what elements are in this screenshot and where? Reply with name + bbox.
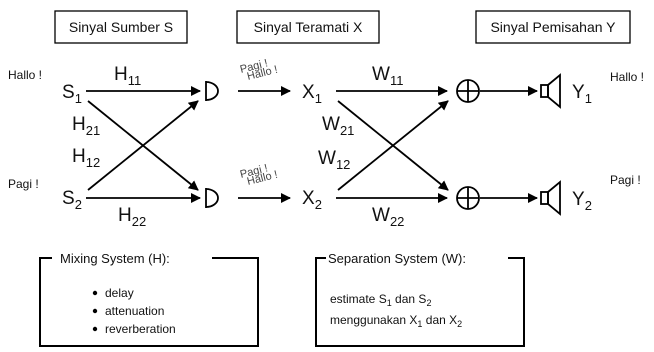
- bullet: [92, 290, 98, 296]
- symbol-s2: S2: [62, 188, 82, 212]
- adder-icon: [456, 186, 480, 210]
- speaker-icon: [540, 73, 561, 109]
- header-source: Sinyal Sumber S: [54, 10, 188, 44]
- header-observed-label: Sinyal Teramati X: [254, 19, 363, 35]
- label-w22: W22: [372, 205, 404, 229]
- symbol-y1: Y1: [572, 82, 592, 106]
- speech-hallo-left: Hallo !: [8, 68, 42, 82]
- header-observed: Sinyal Teramati X: [236, 10, 380, 44]
- adder-icon: [456, 79, 480, 103]
- mixing-item-attenuation: attenuation: [105, 304, 164, 318]
- arrow-s2-m1: [87, 100, 199, 191]
- label-h12: H12: [72, 146, 100, 170]
- bullet: [92, 308, 98, 314]
- symbol-x1: X1: [302, 82, 322, 106]
- separation-line-2: menggunakan X1 dan X2: [330, 313, 462, 329]
- separation-system-box: Separation System (W): estimate S1 dan S…: [315, 251, 525, 347]
- mixing-item-delay: delay: [105, 286, 134, 300]
- label-h11: H11: [114, 64, 141, 88]
- separation-system-title: Separation System (W):: [328, 251, 466, 266]
- mixing-arrows: [86, 86, 201, 203]
- mixing-item-reverberation: reverberation: [105, 322, 176, 336]
- symbol-y2: Y2: [572, 189, 592, 213]
- symbol-x2: X2: [302, 188, 322, 212]
- label-w11: W11: [372, 64, 403, 88]
- label-h22: H22: [118, 205, 146, 229]
- label-w12: W12: [318, 148, 350, 172]
- mixing-system-title: Mixing System (H):: [60, 251, 170, 266]
- speech-pagi-left: Pagi !: [8, 177, 39, 191]
- speaker-icon: [540, 180, 561, 216]
- speech-hallo-right: Hallo !: [610, 70, 644, 84]
- speech-pagi-right: Pagi !: [610, 173, 641, 187]
- bullet: [92, 326, 98, 332]
- microphone-icon: [205, 81, 219, 101]
- label-h21: H21: [72, 114, 100, 138]
- separation-line-1: estimate S1 dan S2: [330, 292, 431, 308]
- header-separated-label: Sinyal Pemisahan Y: [490, 19, 616, 35]
- header-separated: Sinyal Pemisahan Y: [475, 10, 631, 44]
- microphone-icon: [205, 188, 219, 208]
- symbol-s1: S1: [62, 82, 82, 106]
- label-w21: W21: [322, 114, 354, 138]
- mixing-system-box: Mixing System (H): delay attenuation rev…: [39, 251, 259, 347]
- separation-arrows: [336, 86, 449, 203]
- arrow-x2-a1: [337, 100, 449, 191]
- header-source-label: Sinyal Sumber S: [69, 19, 173, 35]
